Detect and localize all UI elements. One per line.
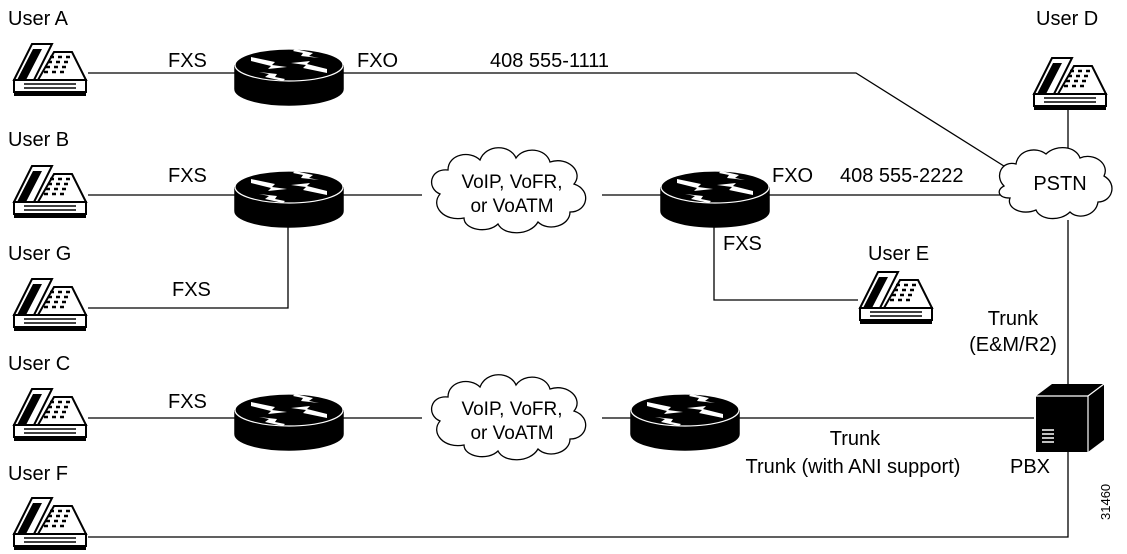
telephone-icon-user-e bbox=[858, 270, 934, 326]
user-g-label: User G bbox=[8, 243, 71, 265]
line-user-g bbox=[88, 222, 289, 309]
router-icon-pbx-side bbox=[630, 393, 740, 451]
cloud-upper-line2: or VoATM bbox=[470, 196, 553, 217]
user-d-label: User D bbox=[1036, 8, 1098, 30]
router-icon-mid bbox=[660, 170, 770, 228]
user-b-label: User B bbox=[8, 129, 69, 151]
pbx-label: PBX bbox=[1010, 456, 1050, 478]
cloud-lower-line2: or VoATM bbox=[470, 423, 553, 444]
trunk-pstn-pbx-line1: Trunk bbox=[988, 308, 1039, 330]
user-c-label: User C bbox=[8, 353, 70, 375]
user-e-label: User E bbox=[868, 243, 929, 265]
fxs-label-b: FXS bbox=[168, 165, 207, 187]
cloud-upper-line1: VoIP, VoFR, bbox=[461, 172, 562, 193]
fxo-label-mid: FXO bbox=[772, 165, 813, 187]
trunk-router-pbx-line2: Trunk (with ANI support) bbox=[746, 456, 961, 478]
telephone-icon-user-c bbox=[12, 387, 88, 443]
pstn-label: PSTN bbox=[1033, 173, 1086, 195]
user-a-label: User A bbox=[8, 8, 69, 30]
line-router-mid-user-e bbox=[713, 222, 858, 301]
pbx-icon bbox=[1036, 383, 1105, 452]
fxs-label-g: FXS bbox=[172, 279, 211, 301]
telephone-icon-user-f bbox=[12, 496, 88, 552]
fxo-label-a: FXO bbox=[357, 50, 398, 72]
telephone-icon-user-a bbox=[12, 42, 88, 98]
number-label-a: 408 555-1111 bbox=[490, 50, 609, 72]
line-user-f-pbx bbox=[88, 452, 1069, 538]
line-router-a-pstn bbox=[340, 72, 1016, 174]
fxs-label-c: FXS bbox=[168, 391, 207, 413]
figure-id: 31460 bbox=[1098, 484, 1113, 520]
cloud-icon-pstn bbox=[998, 147, 1113, 220]
fxs-label-e: FXS bbox=[723, 233, 762, 255]
router-icon-b bbox=[234, 170, 344, 228]
fxs-label-a: FXS bbox=[168, 50, 207, 72]
telephone-icon-user-b bbox=[12, 164, 88, 220]
router-icon-a bbox=[234, 48, 344, 106]
cloud-lower-line1: VoIP, VoFR, bbox=[461, 399, 562, 420]
user-f-label: User F bbox=[8, 463, 68, 485]
router-icon-c bbox=[234, 393, 344, 451]
trunk-pstn-pbx-line2: (E&M/R2) bbox=[969, 334, 1057, 356]
telephone-icon-user-g bbox=[12, 277, 88, 333]
trunk-router-pbx-line1: Trunk bbox=[830, 428, 881, 450]
telephone-icon-user-d bbox=[1032, 56, 1108, 112]
number-label-mid: 408 555-2222 bbox=[840, 165, 963, 187]
